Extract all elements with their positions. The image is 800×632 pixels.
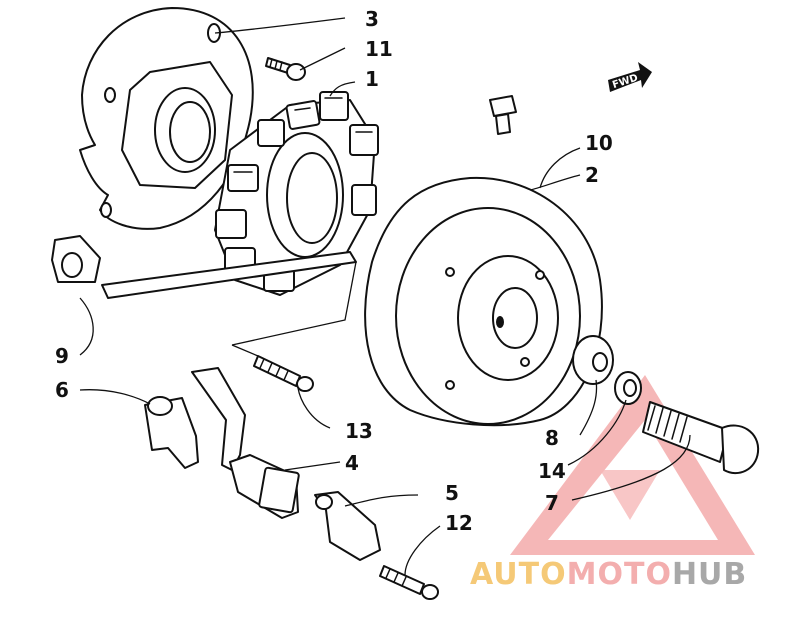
watermark-part-moto: MOTO bbox=[567, 557, 672, 592]
callout-11: 11 bbox=[365, 37, 393, 61]
leader-lines bbox=[79, 17, 691, 576]
callout-7: 7 bbox=[545, 491, 559, 515]
clamp bbox=[314, 491, 381, 561]
callout-9: 9 bbox=[55, 344, 69, 368]
callout-1: 1 bbox=[365, 67, 379, 91]
flywheel bbox=[364, 176, 603, 427]
callout-10: 10 bbox=[585, 131, 613, 155]
screw-short-icon bbox=[379, 565, 439, 600]
lock-washer bbox=[614, 371, 642, 405]
forward-label: FWD bbox=[611, 73, 639, 92]
bolt-small-icon bbox=[265, 57, 306, 81]
watermark-logo-icon bbox=[510, 375, 755, 555]
mounting-plate bbox=[79, 7, 254, 230]
screw-long-icon bbox=[253, 355, 314, 392]
bolt-flange-icon bbox=[489, 95, 517, 135]
callout-4: 4 bbox=[345, 451, 359, 475]
washer bbox=[572, 335, 614, 385]
callout-3: 3 bbox=[365, 7, 379, 31]
svg-text:AUTOMOTOHUB: AUTOMOTOHUB bbox=[470, 557, 747, 592]
callout-labels: 3 11 1 10 2 9 6 13 4 5 12 8 14 7 bbox=[55, 7, 613, 535]
bracket bbox=[144, 396, 199, 469]
callout-12: 12 bbox=[445, 511, 473, 535]
grommet bbox=[51, 235, 101, 283]
watermark-part-hub: HUB bbox=[672, 557, 747, 592]
forward-direction-icon: FWD bbox=[608, 62, 652, 92]
pickup-coil bbox=[191, 367, 300, 519]
callout-6: 6 bbox=[55, 378, 69, 402]
callout-2: 2 bbox=[585, 163, 599, 187]
bolt-large-icon bbox=[642, 401, 760, 475]
callout-5: 5 bbox=[445, 481, 459, 505]
watermark-part-auto: AUTO bbox=[470, 557, 567, 592]
callout-14: 14 bbox=[538, 459, 566, 483]
callout-13: 13 bbox=[345, 419, 373, 443]
callout-8: 8 bbox=[545, 426, 559, 450]
watermark-text: AUTOMOTOHUB bbox=[470, 557, 747, 592]
